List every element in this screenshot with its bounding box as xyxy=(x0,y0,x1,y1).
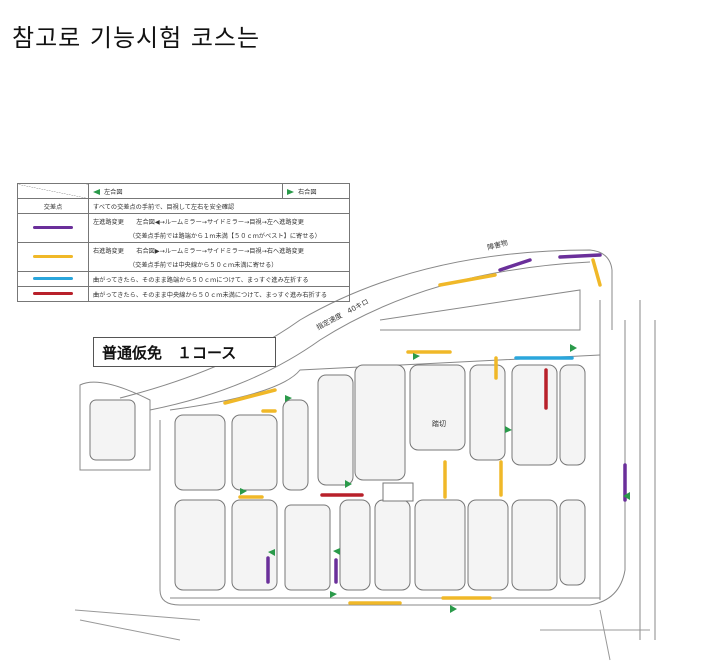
course-boundary xyxy=(159,320,626,606)
legend-text: 曲がってきたら、そのまま路端から５０ｃｍにつけて、まっすぐ進み左折する xyxy=(88,271,350,287)
legend-text: すべての交差点の手前で、目視して左右を安全確認 xyxy=(88,198,350,214)
legend-row: 曲がってきたら、そのまま中央線から５０ｃｍ未満につけて、まっすぐ進み右折する xyxy=(17,286,350,302)
outer-road-curve xyxy=(119,249,613,399)
page-title: 참고로 기능시험 코스는 xyxy=(12,24,261,52)
outer-road-inner xyxy=(149,261,591,411)
red-line-swatch xyxy=(33,292,73,295)
course-blocks xyxy=(89,364,586,591)
yellow-line-swatch xyxy=(33,255,73,258)
legend-row: 右進路変更 右合図▶→ルームミラー→サイドミラー→目視→右へ進路変更 xyxy=(17,242,350,272)
right-signal-label: 右合図 xyxy=(298,188,317,196)
route-markers xyxy=(223,253,627,605)
legend-key: 交差点 xyxy=(17,198,89,214)
blue-line-swatch xyxy=(33,277,73,280)
obstacle-label: 障害物 xyxy=(486,238,509,252)
left-signal-label: 左合図 xyxy=(104,188,123,196)
legend-text: 左進路変更 左合図◀→ルームミラー→サイドミラー→目視→左へ進路変更 xyxy=(88,213,350,228)
legend-text: 曲がってきたら、そのまま中央線から５０ｃｍ未満につけて、まっすぐ進み右折する xyxy=(88,286,350,302)
legend-table: 左合図 右合図 交差点 すべての交差点の手前で、目視して左右を安全確認 左進路変… xyxy=(17,183,350,302)
right-signal-icon xyxy=(287,188,294,195)
railroad-crossing-label: 踏切 xyxy=(432,419,446,428)
purple-line-swatch xyxy=(33,226,73,229)
left-signal-icon xyxy=(93,188,100,195)
legend-row: 交差点 すべての交差点の手前で、目視して左右を安全確認 xyxy=(17,198,350,214)
legend-note: （交差点手前では路端から１m未満【５０ｃｍがベスト】に寄せる） xyxy=(88,228,350,243)
legend-row: 左進路変更 左合図◀→ルームミラー→サイドミラー→目視→左へ進路変更 xyxy=(17,213,350,243)
legend-note: （交差点手前では中央線から５０ｃｍ未満に寄せる） xyxy=(88,257,350,272)
course-label: 普通仮免 １コース xyxy=(93,337,276,367)
right-lane-change-marker xyxy=(438,273,497,287)
signal-flags xyxy=(240,344,630,613)
left-lane-change-marker xyxy=(498,258,532,272)
legend-header: 左合図 右合図 xyxy=(17,183,350,199)
legend-text: 右進路変更 右合図▶→ルームミラー→サイドミラー→目視→右へ進路変更 xyxy=(88,242,350,257)
legend-row: 曲がってきたら、そのまま路端から５０ｃｍにつけて、まっすぐ進み左折する xyxy=(17,271,350,287)
